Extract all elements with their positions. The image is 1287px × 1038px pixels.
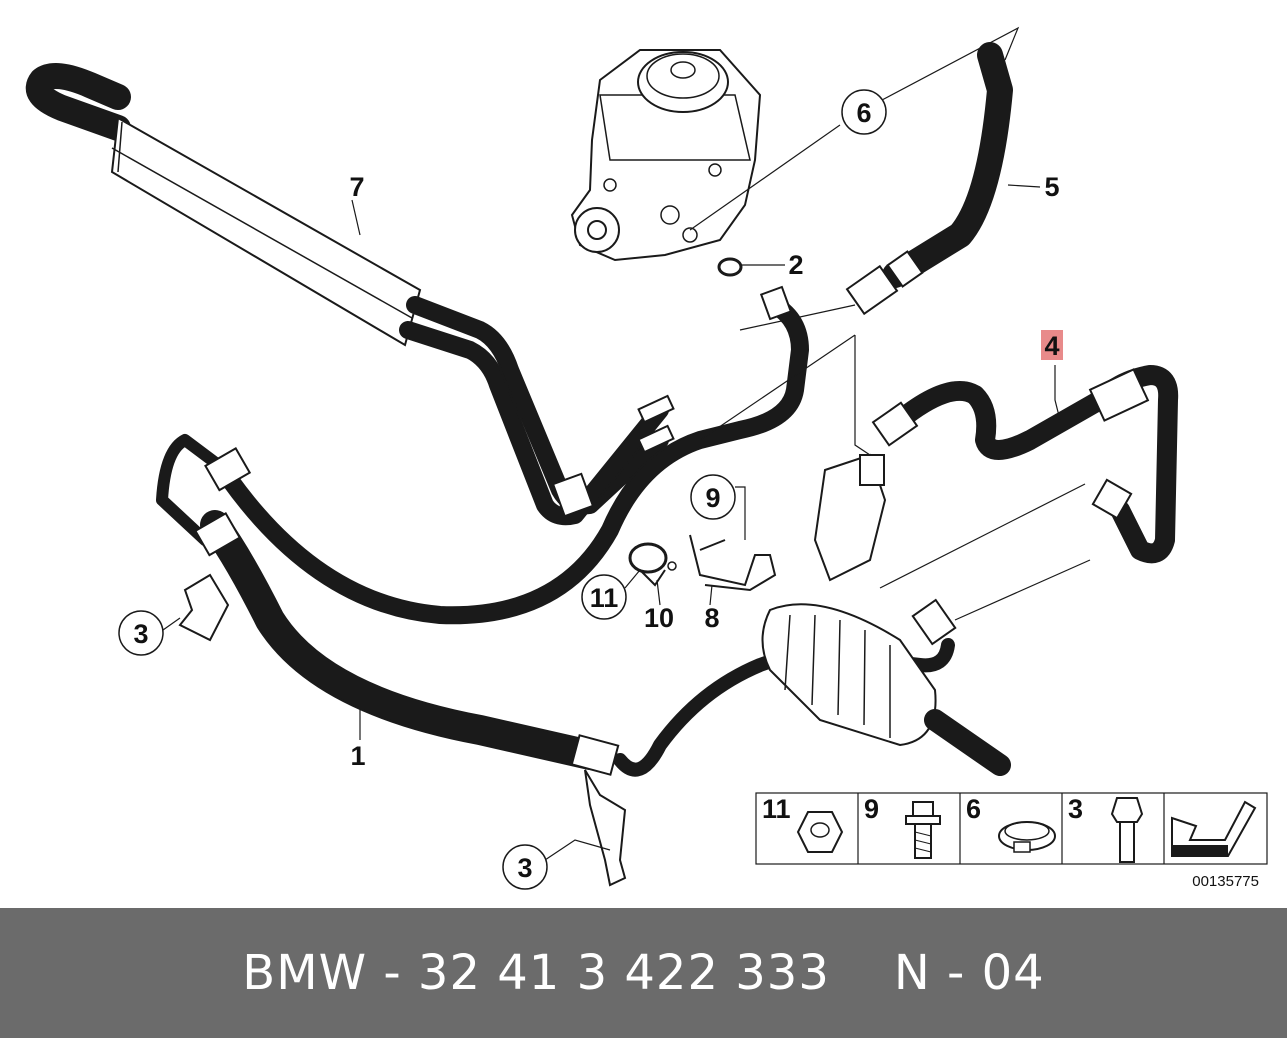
callout-3-bottom: 3 — [502, 844, 548, 890]
hex-nut-icon — [796, 811, 844, 853]
diagram-number: 00135775 — [1192, 873, 1259, 890]
diagram-reference: N - 04 — [893, 945, 1045, 1001]
callout-8: 8 — [704, 603, 719, 633]
pressure-hose-drawing — [156, 285, 957, 777]
bracket-drawing-left — [178, 573, 230, 642]
part-number: BMW - 32 41 3 422 333 — [242, 945, 830, 1001]
callout-10: 10 — [644, 603, 674, 633]
return-hose-drawing — [845, 42, 1013, 316]
callout-6: 6 — [841, 89, 887, 135]
svg-text:9: 9 — [705, 483, 720, 513]
hose-clamp-icon — [998, 821, 1056, 853]
callout-3-left: 3 — [118, 610, 164, 656]
legend-label-6: 6 — [966, 794, 981, 824]
parts-legend: 11 9 6 3 — [755, 792, 1268, 865]
callout-4-highlight — [1041, 330, 1063, 360]
svg-text:3: 3 — [133, 619, 148, 649]
legend-label-11: 11 — [762, 794, 791, 824]
callout-9: 9 — [690, 474, 736, 520]
parts-diagram: 6 5 7 2 4 9 11 10 8 3 1 3 11 9 — [25, 26, 1268, 890]
part-number-banner: BMW - 32 41 3 422 333 N - 04 — [0, 908, 1287, 1038]
bracket-drawing-bottom — [584, 769, 627, 887]
leader-lines — [162, 26, 1091, 861]
power-steering-pump-drawing — [570, 49, 762, 262]
callout-5: 5 — [1044, 172, 1059, 202]
svg-text:3: 3 — [517, 853, 532, 883]
oil-cooler-drawing — [25, 63, 675, 526]
svg-text:11: 11 — [590, 583, 619, 613]
o-ring-drawing — [717, 257, 743, 277]
callout-4: 4 — [1041, 330, 1063, 361]
callout-2: 2 — [788, 250, 803, 280]
callout-7: 7 — [349, 172, 364, 202]
collar-bolt-icon — [905, 801, 941, 859]
legend-label-3: 3 — [1068, 794, 1083, 824]
legend-label-9: 9 — [864, 794, 879, 824]
front-direction-arrow-icon — [1171, 800, 1257, 857]
steering-rack-drawing — [761, 453, 1011, 776]
callout-11: 11 — [581, 574, 627, 620]
svg-text:6: 6 — [856, 98, 871, 128]
hex-bolt-icon — [1110, 797, 1144, 863]
svg-text:4: 4 — [1044, 331, 1059, 361]
bracket-clamp-drawing — [628, 534, 777, 592]
callout-1: 1 — [350, 741, 365, 771]
return-line-drawing — [871, 365, 1179, 564]
